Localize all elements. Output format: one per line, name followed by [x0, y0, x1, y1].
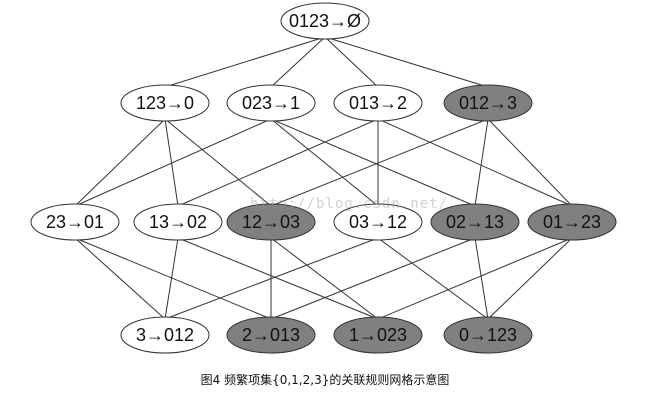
- rule-node-label: 2→013: [242, 325, 300, 345]
- rule-node-label: 02→13: [446, 212, 504, 232]
- edge-0123-empty-to-013-2: [324, 36, 379, 88]
- rule-node-label: 23→01: [46, 212, 104, 232]
- edge-12-03-to-1-023: [270, 237, 379, 320]
- edge-023-1-to-23-01: [74, 118, 272, 207]
- rule-node-ellipse: [30, 203, 120, 241]
- rule-node-013-2: 013→2: [333, 84, 423, 122]
- rule-node-012-3: 012→3: [443, 84, 533, 122]
- rule-node-label: 1→023: [349, 325, 407, 345]
- edge-123-0-to-23-01: [74, 118, 166, 207]
- edge-012-3-to-02-13: [474, 118, 489, 207]
- edge-03-12-to-3-012: [164, 237, 379, 320]
- edge-023-1-to-02-13: [270, 118, 476, 207]
- watermark-text: http://blog.csdn.net/: [250, 196, 449, 212]
- edge-013-2-to-01-23: [377, 118, 573, 207]
- rule-node-label: 023→1: [242, 93, 300, 113]
- edge-0123-empty-to-012-3: [324, 36, 489, 88]
- edge-123-0-to-13-02: [164, 118, 179, 207]
- rule-node-label: 12→03: [242, 212, 300, 232]
- edge-012-3-to-01-23: [487, 118, 573, 207]
- rule-node-12-03: 12→03: [226, 203, 316, 241]
- rule-node-ellipse: [120, 316, 210, 354]
- rule-node-ellipse: [333, 203, 423, 241]
- rule-node-123-0: 123→0: [120, 84, 210, 122]
- rule-node-label: 013→2: [349, 93, 407, 113]
- edge-13-02-to-3-012: [164, 237, 179, 320]
- rule-node-label: 123→0: [136, 93, 194, 113]
- rule-node-01-23: 01→23: [527, 203, 617, 241]
- edge-02-13-to-2-013: [270, 237, 476, 320]
- edge-0123-empty-to-123-0: [164, 36, 326, 88]
- rule-node-ellipse: [120, 84, 210, 122]
- rule-node-ellipse: [443, 84, 533, 122]
- edge-01-23-to-1-023: [377, 237, 573, 320]
- rule-node-ellipse: [133, 203, 223, 241]
- rule-node-ellipse: [226, 84, 316, 122]
- rule-node-ellipse: [333, 316, 423, 354]
- rule-node-ellipse: [333, 84, 423, 122]
- rule-node-02-13: 02→13: [430, 203, 520, 241]
- lattice-nodes: 0123→Ø 123→0 023→1 013→2 012→3 23→01 13→02 12→0…: [30, 2, 617, 354]
- edge-123-0-to-12-03: [164, 118, 272, 207]
- edge-012-3-to-12-03: [270, 118, 489, 207]
- rule-node-label: 3→012: [136, 325, 194, 345]
- rule-node-label: 01→23: [543, 212, 601, 232]
- rule-node-label: 0→123: [459, 325, 517, 345]
- rule-node-ellipse: [226, 316, 316, 354]
- edge-03-12-to-0-123: [377, 237, 489, 320]
- edge-13-02-to-1-023: [177, 237, 379, 320]
- edge-01-23-to-0-123: [487, 237, 573, 320]
- figure-caption: 图4 频繁项集{0,1,2,3}的关联规则网格示意图: [200, 373, 450, 387]
- edge-23-01-to-2-013: [74, 237, 272, 320]
- rule-node-label: 012→3: [459, 93, 517, 113]
- rule-node-0123-empty: 0123→Ø: [280, 2, 370, 40]
- edge-013-2-to-13-02: [177, 118, 379, 207]
- rule-node-1-023: 1→023: [333, 316, 423, 354]
- rule-node-label: 03→12: [349, 212, 407, 232]
- rule-node-0-123: 0→123: [443, 316, 533, 354]
- rule-node-13-02: 13→02: [133, 203, 223, 241]
- edge-023-1-to-03-12: [270, 118, 379, 207]
- rule-node-3-012: 3→012: [120, 316, 210, 354]
- rule-node-23-01: 23→01: [30, 203, 120, 241]
- rule-node-023-1: 023→1: [226, 84, 316, 122]
- rule-node-label: 13→02: [149, 212, 207, 232]
- lattice-edges: [74, 36, 573, 320]
- rule-node-ellipse: [527, 203, 617, 241]
- edge-0123-empty-to-023-1: [270, 36, 326, 88]
- rule-node-ellipse: [430, 203, 520, 241]
- rule-node-ellipse: [226, 203, 316, 241]
- rule-node-ellipse: [443, 316, 533, 354]
- rule-node-03-12: 03→12: [333, 203, 423, 241]
- edge-23-01-to-3-012: [74, 237, 166, 320]
- rule-node-label: 0123→Ø: [289, 11, 361, 31]
- rule-node-ellipse: [280, 2, 370, 40]
- edge-02-13-to-0-123: [474, 237, 489, 320]
- rule-node-2-013: 2→013: [226, 316, 316, 354]
